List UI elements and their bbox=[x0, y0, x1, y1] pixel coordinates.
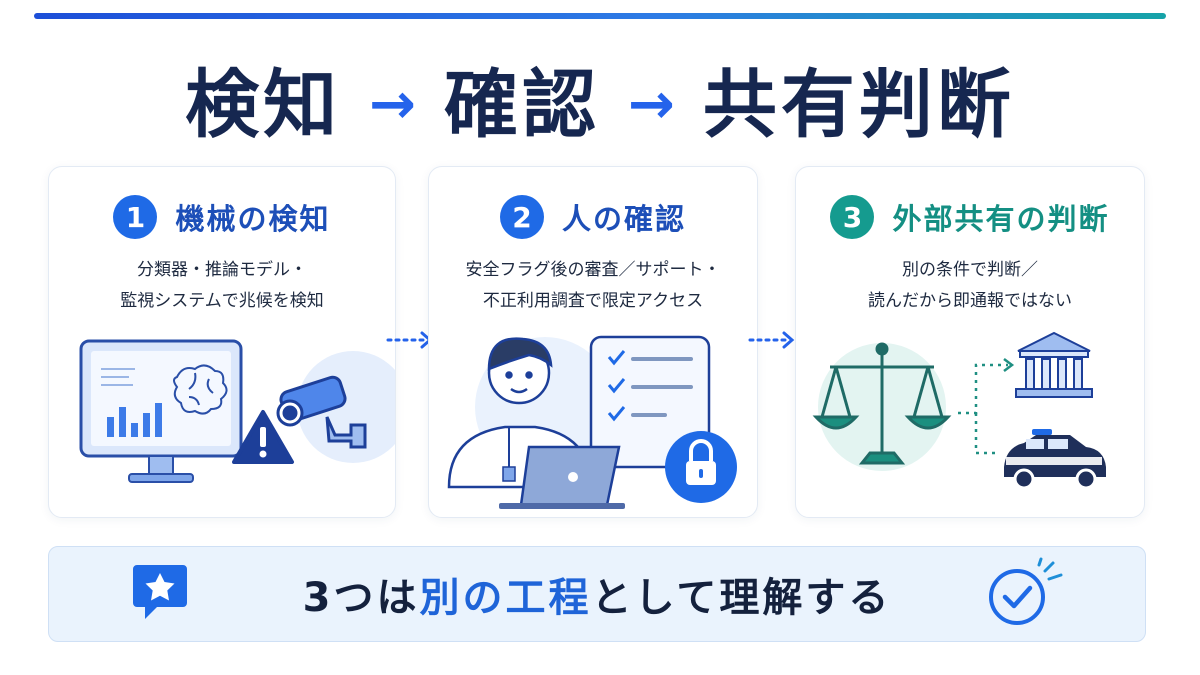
description-line: 分類器・推論モデル・ bbox=[137, 260, 307, 280]
branch-arrows bbox=[958, 363, 1008, 455]
description-line: 不正利用調査で限定アクセス bbox=[482, 291, 704, 311]
summary-text-post: として理解する bbox=[591, 575, 892, 621]
description-line: 監視システムで兆候を検知 bbox=[120, 291, 324, 311]
card-description: 別の条件で判断／ 読んだから即通報ではない bbox=[796, 255, 1144, 317]
step-card-review: 2 人の確認 安全フラグ後の審査／サポート・ 不正利用調査で限定アクセス bbox=[428, 166, 758, 518]
security-camera-icon bbox=[276, 375, 367, 449]
card-title: 外部共有の判断 bbox=[892, 202, 1110, 236]
title-step-detect: 検知 bbox=[185, 62, 342, 148]
step-number-badge: 1 bbox=[113, 195, 158, 239]
government-building-icon bbox=[1015, 331, 1093, 398]
dotted-arrow-2-3 bbox=[748, 331, 795, 349]
card-description: 安全フラグ後の審査／サポート・ 不正利用調査で限定アクセス bbox=[429, 255, 757, 317]
review-illustration bbox=[447, 335, 737, 509]
card-title: 人の確認 bbox=[561, 202, 686, 236]
page-title: 検知 → 確認 → 共有判断 bbox=[0, 60, 1200, 150]
summary-banner: 3つは 別の工程 として理解する bbox=[48, 546, 1146, 642]
warning-icon bbox=[232, 410, 294, 464]
title-step-confirm: 確認 bbox=[444, 62, 600, 148]
lock-icon bbox=[665, 431, 737, 503]
summary-text-pre: 3つは bbox=[302, 575, 420, 621]
card-title: 機械の検知 bbox=[175, 202, 331, 236]
title-arrow-2: → bbox=[628, 72, 675, 137]
description-line: 読んだから即通報ではない bbox=[868, 291, 1072, 311]
star-speech-bubble-icon bbox=[133, 565, 187, 619]
step-card-detection: 1 機械の検知 分類器・推論モデル・ 監視システムで兆候を検知 bbox=[48, 166, 396, 518]
checklist-icon bbox=[589, 335, 711, 469]
title-step-share: 共有判断 bbox=[702, 62, 1015, 148]
sharing-illustration bbox=[812, 331, 1106, 490]
step-card-sharing-decision: 3 外部共有の判断 別の条件で判断／ 読んだから即通報ではない bbox=[795, 166, 1145, 518]
card-header: 2 人の確認 bbox=[429, 195, 757, 239]
check-circle-icon bbox=[989, 557, 1063, 625]
card-header: 3 外部共有の判断 bbox=[796, 195, 1144, 239]
card-description: 分類器・推論モデル・ 監視システムで兆候を検知 bbox=[49, 255, 395, 317]
step-number-badge: 2 bbox=[499, 195, 544, 239]
step-number-badge: 3 bbox=[830, 195, 875, 239]
top-accent-bar bbox=[34, 13, 1166, 19]
summary-text-highlight: 別の工程 bbox=[419, 575, 592, 621]
description-line: 別の条件で判断／ bbox=[902, 260, 1038, 280]
monitor-chart-icon bbox=[79, 339, 243, 483]
title-arrow-1: → bbox=[369, 72, 416, 137]
description-line: 安全フラグ後の審査／サポート・ bbox=[465, 260, 721, 280]
scales-icon bbox=[812, 342, 952, 465]
detection-illustration bbox=[79, 339, 395, 483]
brain-icon bbox=[173, 364, 228, 415]
laptop-icon bbox=[499, 445, 625, 509]
police-car-icon bbox=[1004, 429, 1106, 490]
summary-text: 3つは 別の工程 として理解する bbox=[49, 547, 1145, 641]
card-header: 1 機械の検知 bbox=[49, 195, 395, 239]
